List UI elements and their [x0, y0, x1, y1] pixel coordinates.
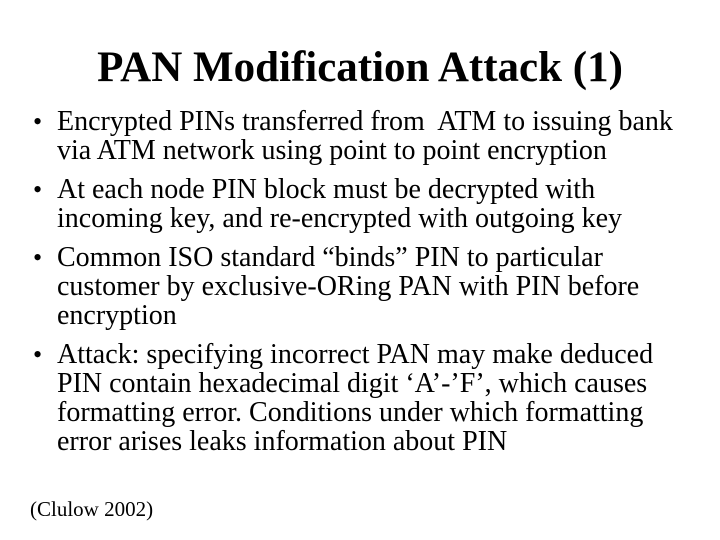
- bullet-line: Attack: specifying incorrect PAN may mak…: [57, 339, 654, 370]
- slide-title: PAN Modification Attack (1): [97, 44, 623, 91]
- bullet-item: • Common ISO standard “binds” PIN to par…: [33, 243, 703, 330]
- bullet-icon: •: [33, 175, 43, 204]
- bullet-item: • Attack: specifying incorrect PAN may m…: [33, 340, 703, 456]
- citation-text: (Clulow 2002): [30, 497, 154, 521]
- bullet-text: Attack: specifying incorrect PAN may mak…: [57, 340, 653, 456]
- bullet-line: Common ISO standard “binds” PIN to parti…: [57, 242, 603, 273]
- bullet-list: • Encrypted PINs transferred from ATM to…: [33, 107, 703, 466]
- bullet-item: • At each node PIN block must be decrypt…: [33, 175, 703, 233]
- bullet-line: Encrypted PINs transferred from ATM to i…: [57, 106, 673, 137]
- bullet-line: encryption: [57, 300, 177, 331]
- bullet-icon: •: [33, 107, 43, 136]
- bullet-line: error arises leaks information about PIN: [57, 426, 508, 457]
- bullet-line: At each node PIN block must be decrypted…: [57, 174, 596, 205]
- bullet-text: Common ISO standard “binds” PIN to parti…: [57, 243, 639, 330]
- bullet-line: PIN contain hexadecimal digit ‘A’-’F’, w…: [57, 368, 648, 399]
- bullet-line: via ATM network using point to point enc…: [57, 135, 607, 166]
- bullet-icon: •: [33, 340, 43, 369]
- bullet-line: formatting error. Conditions under which…: [57, 397, 644, 428]
- bullet-icon: •: [33, 243, 43, 272]
- bullet-text: Encrypted PINs transferred from ATM to i…: [57, 107, 673, 165]
- bullet-item: • Encrypted PINs transferred from ATM to…: [33, 107, 703, 165]
- bullet-text: At each node PIN block must be decrypted…: [57, 175, 622, 233]
- bullet-line: incoming key, and re-encrypted with outg…: [57, 203, 623, 234]
- bullet-line: customer by exclusive-ORing PAN with PIN…: [57, 271, 640, 302]
